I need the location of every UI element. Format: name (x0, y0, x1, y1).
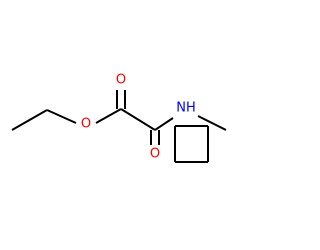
bond-carbon-nitrogen (154, 117, 174, 131)
bond-nitrogen-cyclobutyl (197, 115, 227, 131)
bond-ch3-ch2 (11, 109, 48, 131)
oxygen-ester-carbonyl-label: O (116, 73, 126, 88)
oxygen-amide-carbonyl-label: O (150, 147, 160, 162)
bond-o-ester-carbon (95, 108, 122, 124)
chemical-structure: O O O NH (11, 73, 227, 163)
bond-carbonyl-carbonyl (120, 108, 156, 131)
nitrogen-label: NH (176, 101, 196, 116)
bond-ch2-o (46, 109, 77, 124)
oxygen-ester-label: O (81, 117, 91, 132)
